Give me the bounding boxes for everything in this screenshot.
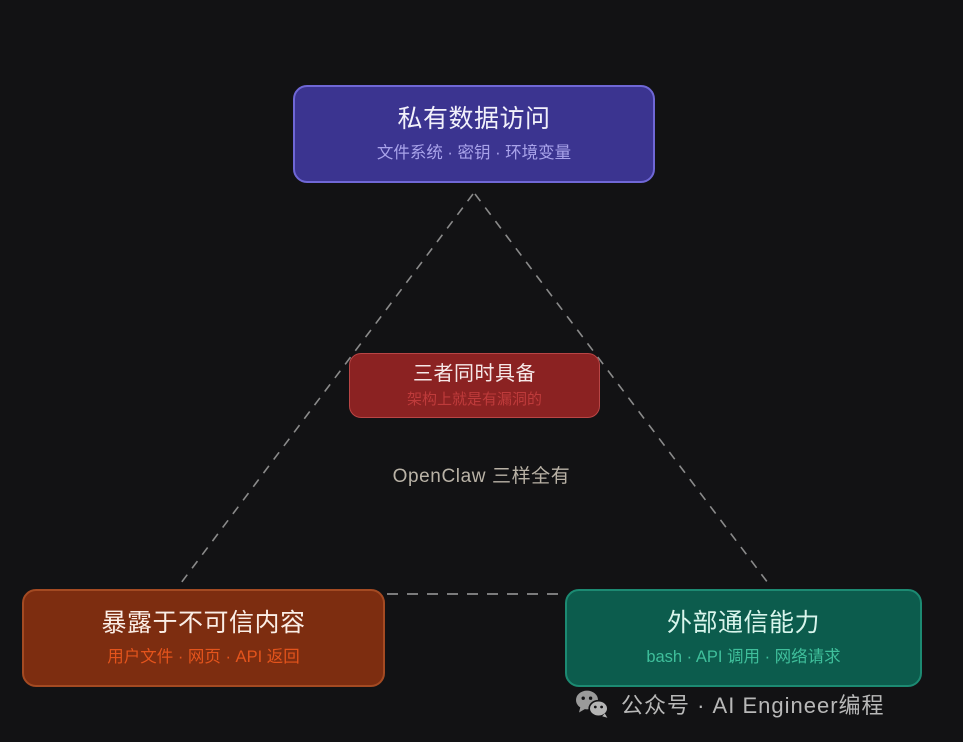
diagram-caption: OpenClaw 三样全有 — [392, 466, 571, 487]
wechat-icon — [576, 690, 609, 718]
node-external-communication-subtitle: bash · API 调用 · 网络请求 — [646, 647, 841, 666]
node-all-three-present[interactable]: 三者同时具备 架构上就是有漏洞的 — [349, 353, 600, 418]
node-untrusted-content-exposure-subtitle: 用户文件 · 网页 · API 返回 — [107, 647, 300, 666]
node-external-communication[interactable]: 外部通信能力 bash · API 调用 · 网络请求 — [565, 589, 922, 687]
node-all-three-present-title: 三者同时具备 — [413, 362, 536, 385]
node-private-data-access-subtitle: 文件系统 · 密钥 · 环境变量 — [376, 143, 572, 162]
node-private-data-access[interactable]: 私有数据访问 文件系统 · 密钥 · 环境变量 — [293, 85, 655, 183]
watermark-text: 公众号 · AI Engineer编程 — [621, 693, 885, 718]
node-external-communication-title: 外部通信能力 — [666, 608, 820, 637]
node-untrusted-content-exposure[interactable]: 暴露于不可信内容 用户文件 · 网页 · API 返回 — [22, 589, 385, 687]
watermark: 公众号 · AI Engineer编程 — [575, 688, 885, 720]
node-untrusted-content-exposure-title: 暴露于不可信内容 — [101, 608, 306, 637]
node-all-three-present-subtitle: 架构上就是有漏洞的 — [406, 390, 542, 408]
node-private-data-access-title: 私有数据访问 — [397, 104, 551, 133]
